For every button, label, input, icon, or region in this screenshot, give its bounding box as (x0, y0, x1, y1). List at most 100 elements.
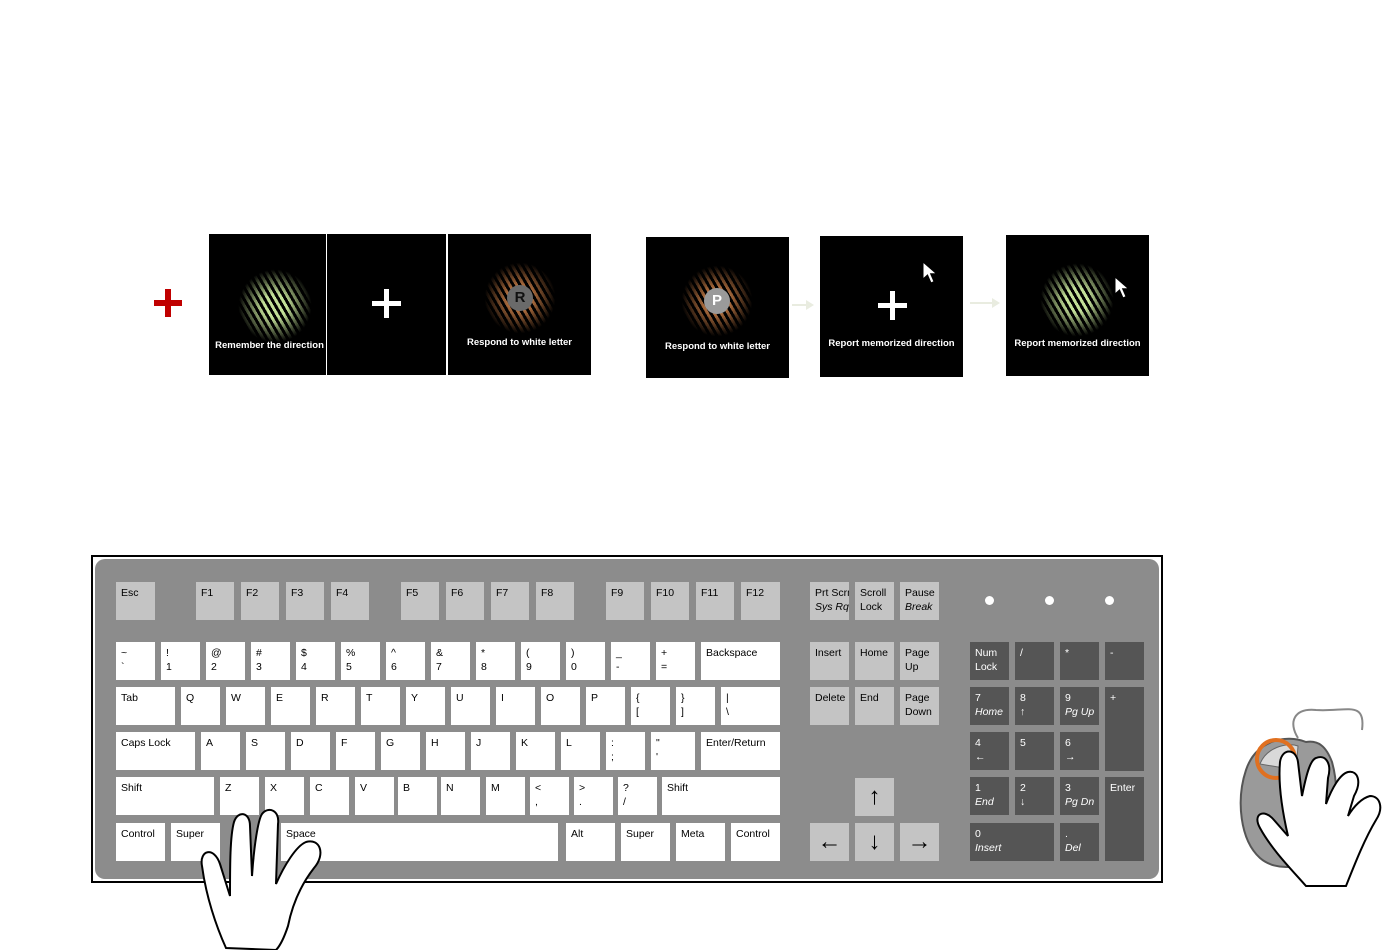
key-6[interactable]: 6 → (1060, 732, 1099, 770)
key-meta[interactable]: Meta (676, 823, 725, 861)
key--[interactable]: > . (574, 777, 613, 815)
key-insert[interactable]: Insert (810, 642, 849, 680)
key-0[interactable]: 0 Insert (970, 823, 1054, 861)
key-delete[interactable]: Delete (810, 687, 849, 725)
key-z[interactable]: Z (220, 777, 259, 815)
key--[interactable]: | \ (721, 687, 780, 725)
key-f[interactable]: F (336, 732, 375, 770)
key--[interactable]: ) 0 (566, 642, 605, 680)
key-space[interactable]: Space (281, 823, 558, 861)
key-h[interactable]: H (426, 732, 465, 770)
key-control[interactable]: Control (731, 823, 780, 861)
key--[interactable]: ~ ` (116, 642, 155, 680)
key--[interactable]: + (1105, 687, 1144, 771)
arrow-key-down[interactable]: ↓ (855, 823, 894, 861)
key-f7[interactable]: F7 (491, 582, 529, 620)
key--[interactable]: & 7 (431, 642, 470, 680)
key-d[interactable]: D (291, 732, 330, 770)
key-2[interactable]: 2 ↓ (1015, 777, 1054, 815)
key-f10[interactable]: F10 (651, 582, 689, 620)
key--[interactable]: / (1015, 642, 1054, 680)
key-super[interactable]: Super (621, 823, 670, 861)
key--[interactable]: * (1060, 642, 1099, 680)
key-4[interactable]: 4 ← (970, 732, 1009, 770)
key-8[interactable]: 8 ↑ (1015, 687, 1054, 725)
key-f2[interactable]: F2 (241, 582, 279, 620)
key-pause[interactable]: Pause Break (900, 582, 939, 620)
key-p[interactable]: P (586, 687, 625, 725)
key-x[interactable]: X (265, 777, 304, 815)
key-5[interactable]: 5 (1015, 732, 1054, 770)
key-home[interactable]: Home (855, 642, 894, 680)
key-q[interactable]: Q (181, 687, 220, 725)
key-page[interactable]: Page Down (900, 687, 939, 725)
key--[interactable]: * 8 (476, 642, 515, 680)
key--[interactable]: { [ (631, 687, 670, 725)
key-f5[interactable]: F5 (401, 582, 439, 620)
key-esc[interactable]: Esc (116, 582, 155, 620)
key--[interactable]: ^ 6 (386, 642, 425, 680)
key--[interactable]: < , (530, 777, 569, 815)
key-b[interactable]: B (398, 777, 437, 815)
arrow-key-left[interactable]: ← (810, 823, 849, 861)
key-control[interactable]: Control (116, 823, 165, 861)
key-f9[interactable]: F9 (606, 582, 644, 620)
key-o[interactable]: O (541, 687, 580, 725)
key--[interactable]: ( 9 (521, 642, 560, 680)
key-n[interactable]: N (441, 777, 480, 815)
key-f3[interactable]: F3 (286, 582, 324, 620)
key-k[interactable]: K (516, 732, 555, 770)
key--[interactable]: } ] (676, 687, 715, 725)
key-f1[interactable]: F1 (196, 582, 234, 620)
key-c[interactable]: C (310, 777, 349, 815)
key-f11[interactable]: F11 (696, 582, 734, 620)
key-page[interactable]: Page Up (900, 642, 939, 680)
key--[interactable]: @ 2 (206, 642, 245, 680)
key-v[interactable]: V (355, 777, 394, 815)
key-t[interactable]: T (361, 687, 400, 725)
key-w[interactable]: W (226, 687, 265, 725)
key--[interactable]: $ 4 (296, 642, 335, 680)
key--[interactable]: " ' (651, 732, 695, 770)
key--[interactable]: - (1105, 642, 1144, 680)
key-f8[interactable]: F8 (536, 582, 574, 620)
key-shift[interactable]: Shift (662, 777, 780, 815)
key--[interactable]: : ; (606, 732, 645, 770)
key-num[interactable]: Num Lock (970, 642, 1009, 680)
key-alt[interactable]: Alt (566, 823, 615, 861)
key-e[interactable]: E (271, 687, 310, 725)
key-u[interactable]: U (451, 687, 490, 725)
key-a[interactable]: A (201, 732, 240, 770)
key-f4[interactable]: F4 (331, 582, 369, 620)
arrow-key-up[interactable]: ↑ (855, 778, 894, 816)
key-l[interactable]: L (561, 732, 600, 770)
key-s[interactable]: S (246, 732, 285, 770)
key--[interactable]: # 3 (251, 642, 290, 680)
key-1[interactable]: 1 End (970, 777, 1009, 815)
key-m[interactable]: M (486, 777, 525, 815)
key-caps-lock[interactable]: Caps Lock (116, 732, 195, 770)
key-i[interactable]: I (496, 687, 535, 725)
arrow-key-right[interactable]: → (900, 823, 939, 861)
key-prt-scrn[interactable]: Prt Scrn Sys Rq (810, 582, 849, 620)
key--[interactable]: ! 1 (161, 642, 200, 680)
key-g[interactable]: G (381, 732, 420, 770)
key-tab[interactable]: Tab (116, 687, 175, 725)
key-end[interactable]: End (855, 687, 894, 725)
key--[interactable]: . Del (1060, 823, 1099, 861)
key--[interactable]: _ - (611, 642, 650, 680)
key--[interactable]: ? / (618, 777, 657, 815)
key-enter[interactable]: Enter (1105, 777, 1144, 861)
key-scroll[interactable]: Scroll Lock (855, 582, 894, 620)
key-f12[interactable]: F12 (741, 582, 780, 620)
key-f6[interactable]: F6 (446, 582, 484, 620)
key-shift[interactable]: Shift (116, 777, 214, 815)
key-r[interactable]: R (316, 687, 355, 725)
key--[interactable]: + = (656, 642, 695, 680)
key-7[interactable]: 7 Home (970, 687, 1009, 725)
key--[interactable]: % 5 (341, 642, 380, 680)
key-j[interactable]: J (471, 732, 510, 770)
key-backspace[interactable]: Backspace (701, 642, 780, 680)
key-enter-return[interactable]: Enter/Return (701, 732, 780, 770)
key-3[interactable]: 3 Pg Dn (1060, 777, 1099, 815)
